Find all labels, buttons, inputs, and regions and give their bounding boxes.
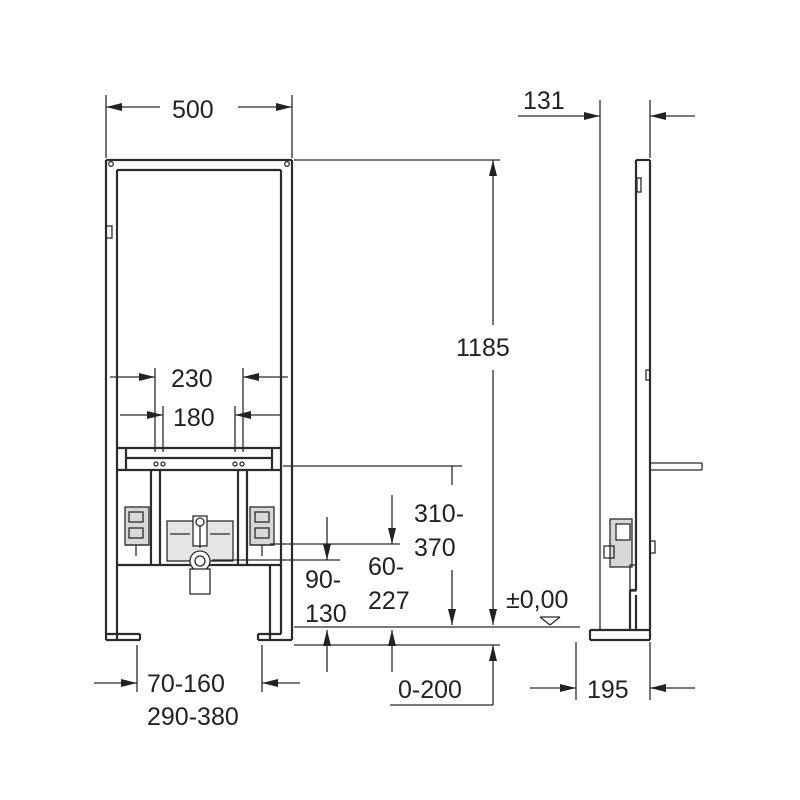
frame-height-label: 1185	[456, 334, 510, 362]
supply-tubes	[117, 470, 281, 567]
drain-assembly	[166, 515, 234, 595]
crossbar-hole-right	[232, 461, 238, 467]
crossbar-hole-left	[153, 461, 159, 467]
crossbar-hole-right-2	[239, 461, 245, 467]
side-depth-bottom-label: 195	[587, 676, 629, 704]
bidet-crossbar	[117, 446, 281, 472]
drain-offset-label-1: 60-	[368, 553, 404, 581]
side-valve	[603, 518, 656, 592]
side-depth-top-label: 131	[523, 87, 565, 115]
supply-height-label-2: 370	[414, 534, 456, 562]
side-clip	[105, 225, 113, 239]
floor-adjust-label: 0-200	[398, 676, 462, 704]
arrowheads	[106, 103, 666, 692]
crossbar-hole-left-2	[160, 461, 166, 467]
left-valve	[124, 506, 150, 556]
dimension-labels: 500 1185 230 180 310- 370 90- 130 60- 22…	[147, 87, 629, 731]
pipe-spacing-inner-label: 180	[173, 404, 215, 432]
pipe-spacing-outer-label: 230	[171, 365, 213, 393]
supply-height-label-1: 310-	[414, 500, 464, 528]
floor-level-label: ±0,00	[506, 586, 568, 614]
side-clip-top	[636, 177, 642, 193]
side-clip-mid	[645, 369, 651, 381]
foot-spacing-label-1: 70-160	[147, 670, 225, 698]
frame-width-label: 500	[172, 96, 214, 124]
right-valve	[249, 506, 275, 556]
side-support-arm	[650, 462, 703, 471]
drain-height-label-1: 90-	[305, 566, 341, 594]
frame-outline	[104, 158, 294, 642]
side-view	[588, 158, 703, 642]
drain-height-label-2: 130	[305, 600, 347, 628]
screw-top-right	[284, 161, 290, 167]
front-view	[104, 158, 294, 642]
drain-offset-label-2: 227	[368, 587, 410, 615]
side-frame	[588, 158, 652, 642]
screw-top-left	[108, 161, 114, 167]
foot-spacing-label-2: 290-380	[147, 703, 239, 731]
